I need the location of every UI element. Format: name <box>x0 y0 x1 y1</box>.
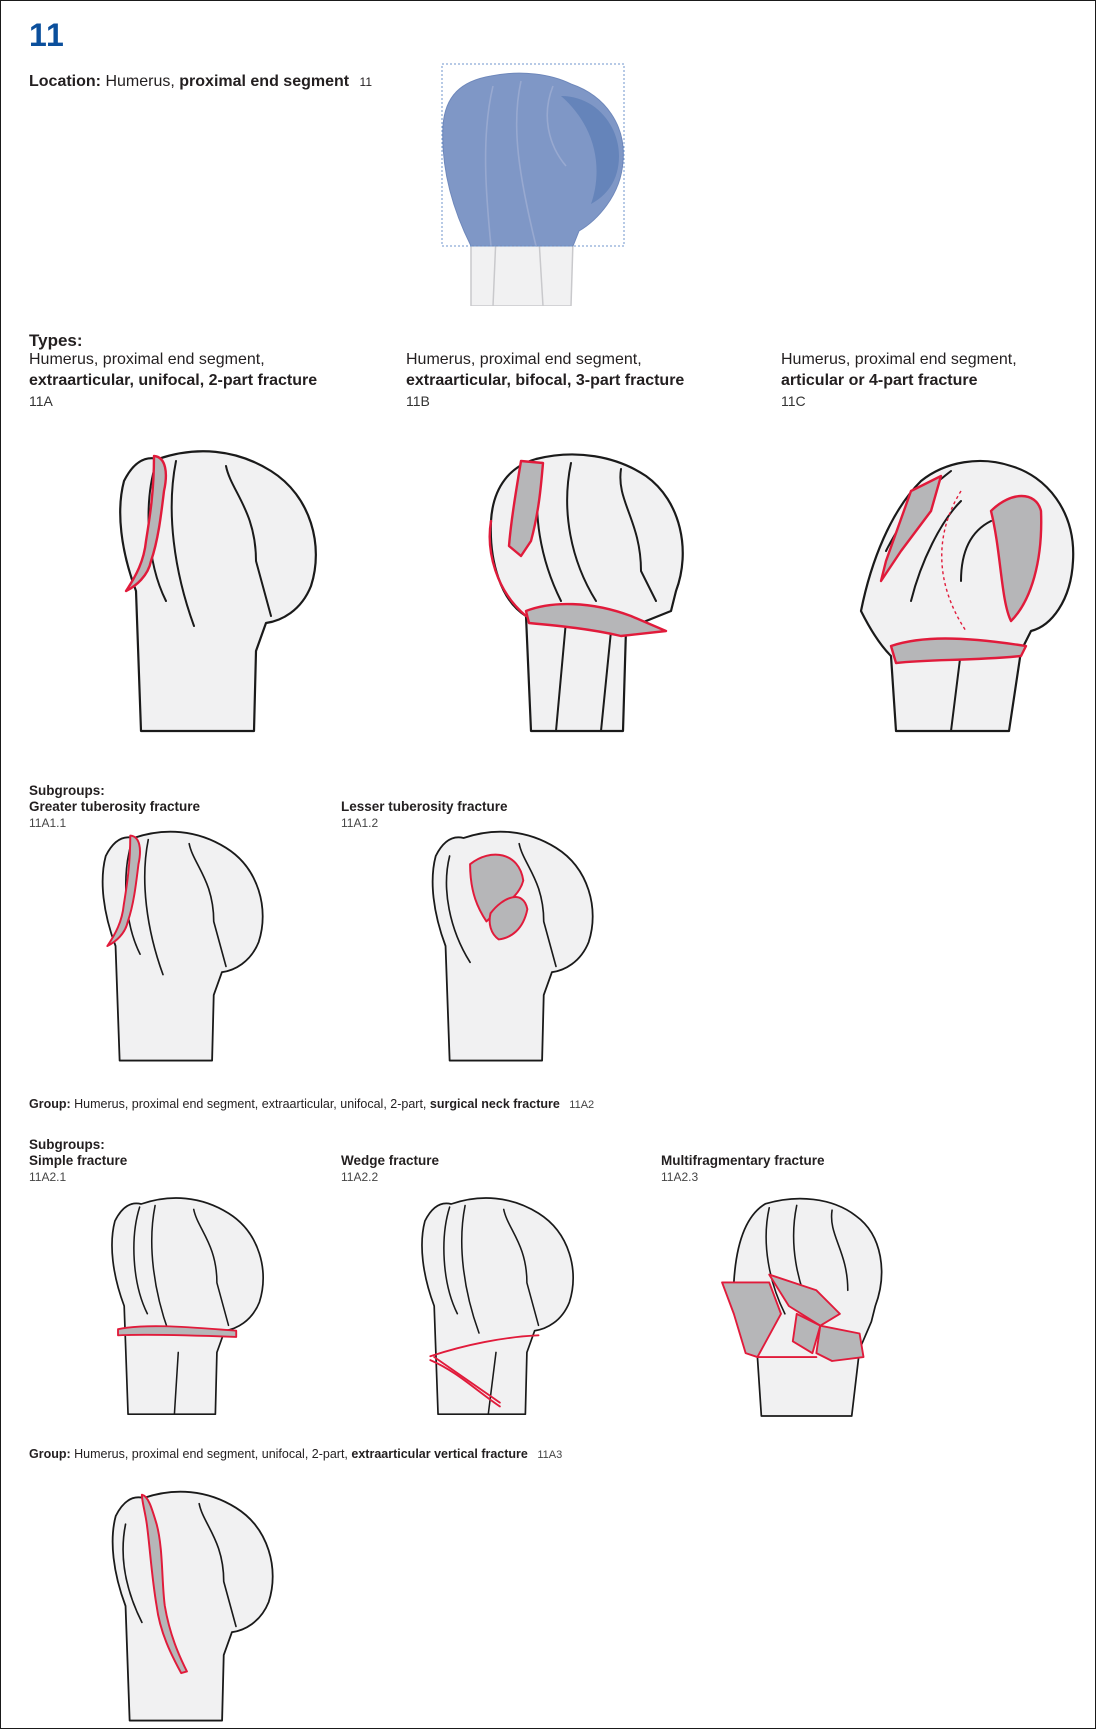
type-11a-name: extraarticular, unifocal, 2-part fractur… <box>29 370 317 391</box>
type-11c-code: 11C <box>781 391 1017 412</box>
subgroup-11a1-2-name: Lesser tuberosity fracture <box>341 799 508 815</box>
fracture-11a2-2-illustration <box>411 1196 581 1416</box>
subgroup-11a2-3-code: 11A2.3 <box>661 1169 825 1185</box>
group-a2-line: Group: Humerus, proximal end segment, ex… <box>29 1097 594 1111</box>
subgroups-a2-section: Subgroups: Simple fracture 11A2.1 <box>29 1137 127 1185</box>
type-11a-caption: Humerus, proximal end segment, extraarti… <box>29 349 317 412</box>
subgroup-11a2-2-code: 11A2.2 <box>341 1169 439 1185</box>
subgroup-11a1-1-name: Greater tuberosity fracture <box>29 799 200 815</box>
location-bold-text: proximal end segment <box>179 73 349 90</box>
subgroups-a1-section: Subgroups: Greater tuberosity fracture 1… <box>29 783 200 831</box>
group-a3-line: Group: Humerus, proximal end segment, un… <box>29 1447 562 1461</box>
subgroup-11a1-2-caption: Lesser tuberosity fracture 11A1.2 <box>341 799 508 831</box>
location-text: Humerus, <box>105 73 174 90</box>
subgroup-11a2-3-caption: Multifragmentary fracture 11A2.3 <box>661 1153 825 1185</box>
type-11c-line1: Humerus, proximal end segment, <box>781 349 1017 370</box>
subgroup-11a1-2-code: 11A1.2 <box>341 815 508 831</box>
fracture-11b-illustration <box>481 451 701 731</box>
subgroup-11a1-1-code: 11A1.1 <box>29 815 200 831</box>
fracture-11a3-illustration <box>101 1491 281 1721</box>
type-11b-code: 11B <box>406 391 684 412</box>
type-11a-line1: Humerus, proximal end segment, <box>29 349 317 370</box>
group-a2-label: Group: <box>29 1097 71 1111</box>
group-a3-bold: extraarticular vertical fracture <box>351 1447 527 1461</box>
fracture-11c-illustration <box>851 451 1081 731</box>
type-11a-code: 11A <box>29 391 317 412</box>
group-a3-text: Humerus, proximal end segment, unifocal,… <box>74 1447 348 1461</box>
group-a2-code: 11A2 <box>569 1099 594 1111</box>
fracture-11a-illustration <box>106 451 326 731</box>
subgroups-a2-heading: Subgroups: <box>29 1137 127 1153</box>
location-humerus-illustration <box>441 56 641 306</box>
location-label: Location: <box>29 73 101 90</box>
type-11b-line1: Humerus, proximal end segment, <box>406 349 684 370</box>
group-a2-text: Humerus, proximal end segment, extraarti… <box>74 1097 426 1111</box>
fracture-11a1-1-illustration <box>91 831 271 1061</box>
subgroup-11a2-1-name: Simple fracture <box>29 1153 127 1169</box>
type-11c-name: articular or 4-part fracture <box>781 370 1017 391</box>
type-11c-caption: Humerus, proximal end segment, articular… <box>781 349 1017 412</box>
fracture-11a1-2-illustration <box>421 831 601 1061</box>
types-heading: Types: <box>29 331 83 351</box>
type-11b-name: extraarticular, bifocal, 3-part fracture <box>406 370 684 391</box>
subgroup-11a2-1-code: 11A2.1 <box>29 1169 127 1185</box>
type-11b-caption: Humerus, proximal end segment, extraarti… <box>406 349 684 412</box>
fracture-11a2-1-illustration <box>101 1196 271 1416</box>
group-a3-code: 11A3 <box>537 1449 562 1461</box>
subgroup-11a2-2-caption: Wedge fracture 11A2.2 <box>341 1153 439 1185</box>
subgroup-11a2-3-name: Multifragmentary fracture <box>661 1153 825 1169</box>
subgroup-11a2-2-name: Wedge fracture <box>341 1153 439 1169</box>
location-code: 11 <box>360 75 372 89</box>
bone-segment-code: 11 <box>29 17 65 54</box>
fracture-11a2-3-illustration <box>721 1196 896 1416</box>
location-line: Location: Humerus, proximal end segment … <box>29 73 372 91</box>
group-a2-bold: surgical neck fracture <box>430 1097 560 1111</box>
group-a3-label: Group: <box>29 1447 71 1461</box>
subgroups-a1-heading: Subgroups: <box>29 783 200 799</box>
